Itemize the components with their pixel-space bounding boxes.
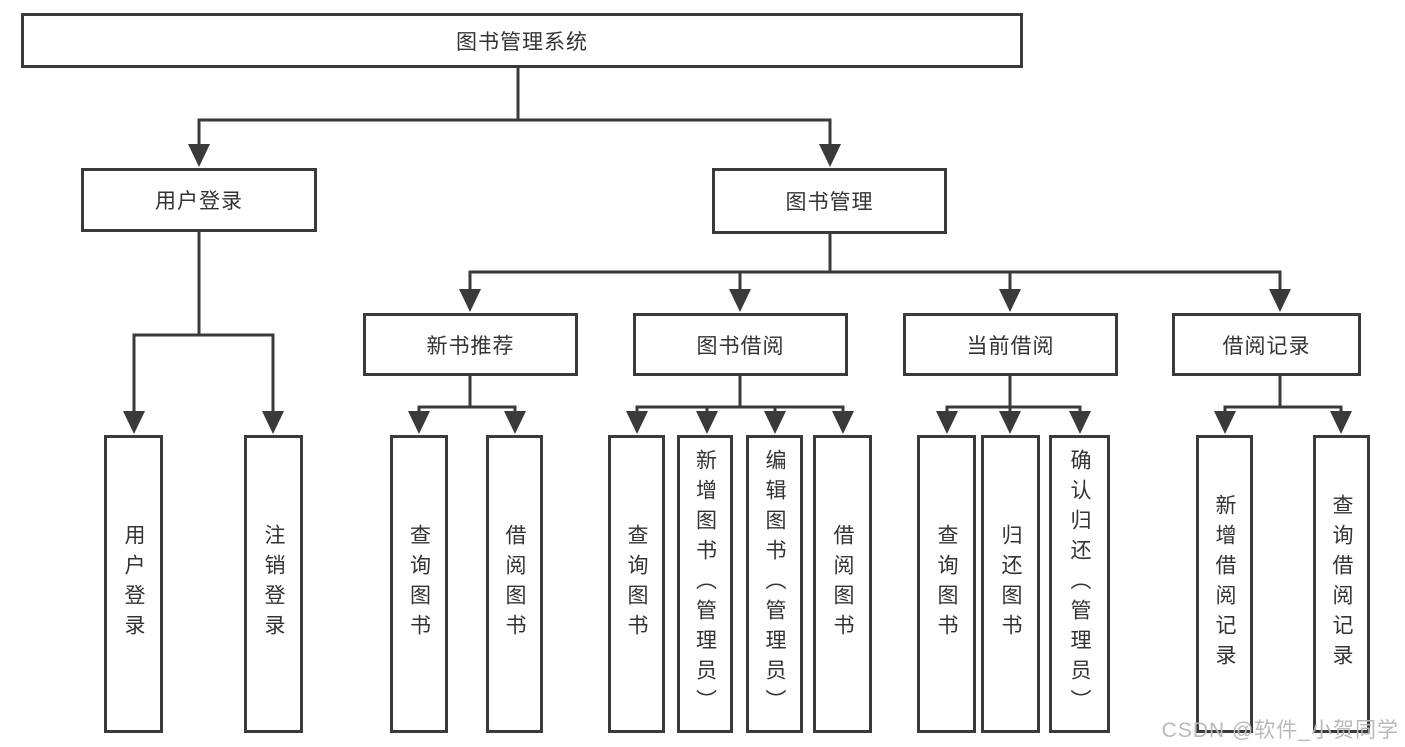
connector-records-fan [1223,374,1343,414]
leaf-query-books-borrowing: 查询图书 [608,435,665,733]
arrowhead-icon [999,289,1021,312]
arrowhead-icon [459,289,481,312]
node-user-login: 用户登录 [81,168,317,232]
connector-current-fan [945,374,1082,414]
connector-borrowing-fan [635,374,845,414]
node-current-borrowing: 当前借阅 [903,313,1118,376]
leaf-query-borrow-record: 查询借阅记录 [1313,435,1370,733]
arrowhead-icon [696,411,718,434]
leaf-add-borrow-record: 新增借阅记录 [1196,435,1253,733]
arrowhead-icon [999,411,1021,434]
leaf-logout: 注销登录 [244,435,303,733]
arrowhead-icon [408,411,430,434]
connector-root-to-level2 [197,66,832,148]
leaf-confirm-return-admin: 确认归还（管理员） [1049,435,1110,733]
arrowhead-icon [936,411,958,434]
node-borrow-records: 借阅记录 [1172,313,1361,376]
arrowhead-icon [1269,289,1291,312]
arrowhead-icon [1069,411,1091,434]
arrowhead-icon [819,144,841,167]
leaf-borrow-books: 借阅图书 [813,435,872,733]
arrowhead-icon [262,411,284,434]
leaf-borrow-books-recommend: 借阅图书 [486,435,543,733]
connector-newrec-fan [417,374,517,414]
arrowhead-icon [188,144,210,167]
leaf-query-books-recommend: 查询图书 [390,435,448,733]
node-book-management: 图书管理 [712,168,947,234]
arrowhead-icon [626,411,648,434]
arrowhead-icon [832,411,854,434]
leaf-edit-books-admin: 编辑图书（管理员） [746,435,803,733]
node-new-book-recommend: 新书推荐 [363,313,578,376]
arrowhead-icon [504,411,526,434]
node-book-borrowing: 图书借阅 [633,313,848,376]
arrowhead-icon [1214,411,1236,434]
leaf-user-login: 用户登录 [104,435,163,733]
arrowhead-icon [764,411,786,434]
leaf-add-books-admin: 新增图书（管理员） [677,435,733,733]
node-root-system: 图书管理系统 [21,13,1023,68]
arrowhead-icon [123,411,145,434]
arrowhead-icon [1330,411,1352,434]
connector-bookmgmt-fan [468,232,1282,292]
connector-userlogin-fan [132,230,275,414]
csdn-watermark: CSDN @软件_小贺同学 [1161,719,1399,742]
arrowhead-icon [729,289,751,312]
leaf-return-books: 归还图书 [981,435,1040,733]
leaf-query-books-current: 查询图书 [917,435,976,733]
